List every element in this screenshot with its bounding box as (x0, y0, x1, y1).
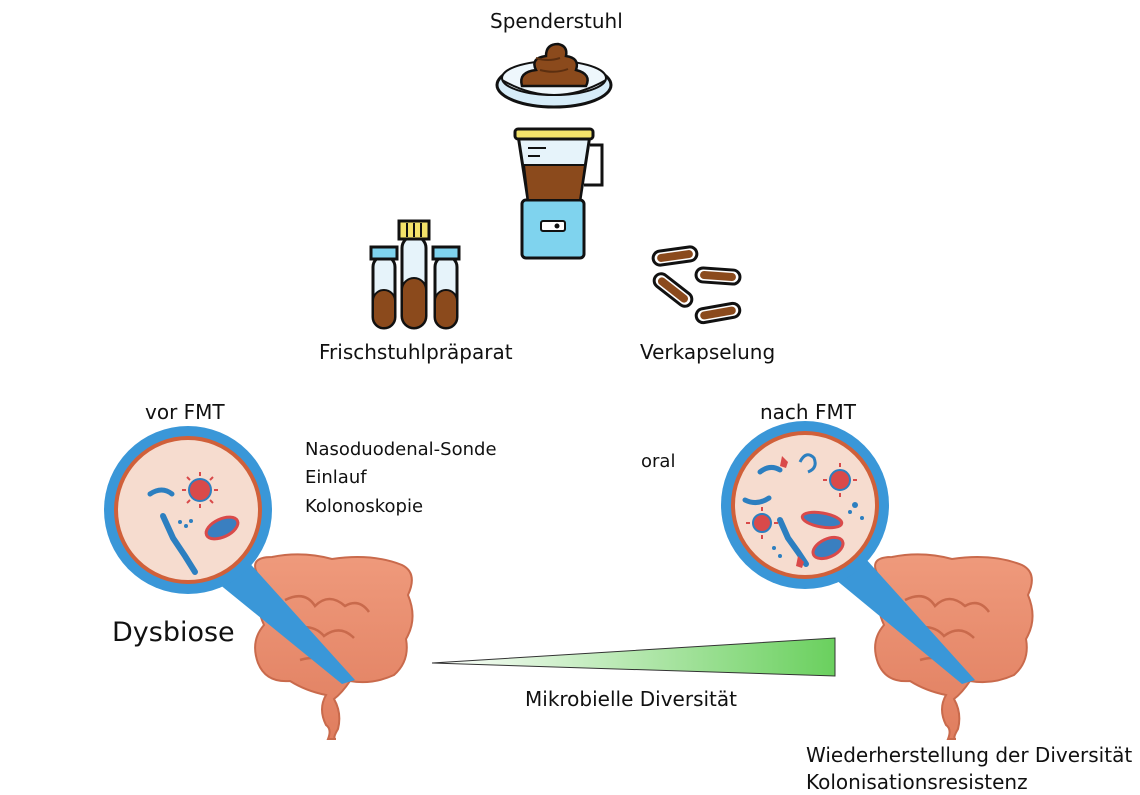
capsules-icon (651, 245, 742, 325)
label-before-fmt: vor FMT (145, 400, 225, 424)
outcome-diversity-restoration: Wiederherstellung der Diversität (806, 743, 1133, 767)
intestine-after-icon (874, 553, 1034, 740)
outcome-colonization-resistance: Kolonisationsresistenz (806, 770, 1028, 794)
blender-icon (513, 127, 604, 260)
label-donor-stool: Spenderstuhl (490, 9, 623, 33)
magnifier-after-icon (721, 421, 975, 684)
label-after-fmt: nach FMT (760, 400, 856, 424)
label-fresh-preparation: Frischstuhlpräparat (319, 340, 513, 364)
label-encapsulation: Verkapselung (640, 340, 776, 364)
diversity-gradient-wedge (431, 637, 836, 677)
label-microbial-diversity: Mikrobielle Diversität (525, 687, 737, 711)
intestine-before-icon (254, 553, 414, 740)
stool-icon (520, 42, 589, 88)
route-oral: oral (641, 451, 676, 472)
route-colonoscopy: Kolonoskopie (305, 496, 424, 517)
route-enema: Einlauf (305, 467, 367, 488)
magnifier-before-icon (104, 426, 355, 684)
test-tubes-icon (369, 219, 461, 330)
route-nasoduodenal: Nasoduodenal-Sonde (305, 439, 497, 460)
label-dysbiosis: Dysbiose (112, 617, 235, 648)
